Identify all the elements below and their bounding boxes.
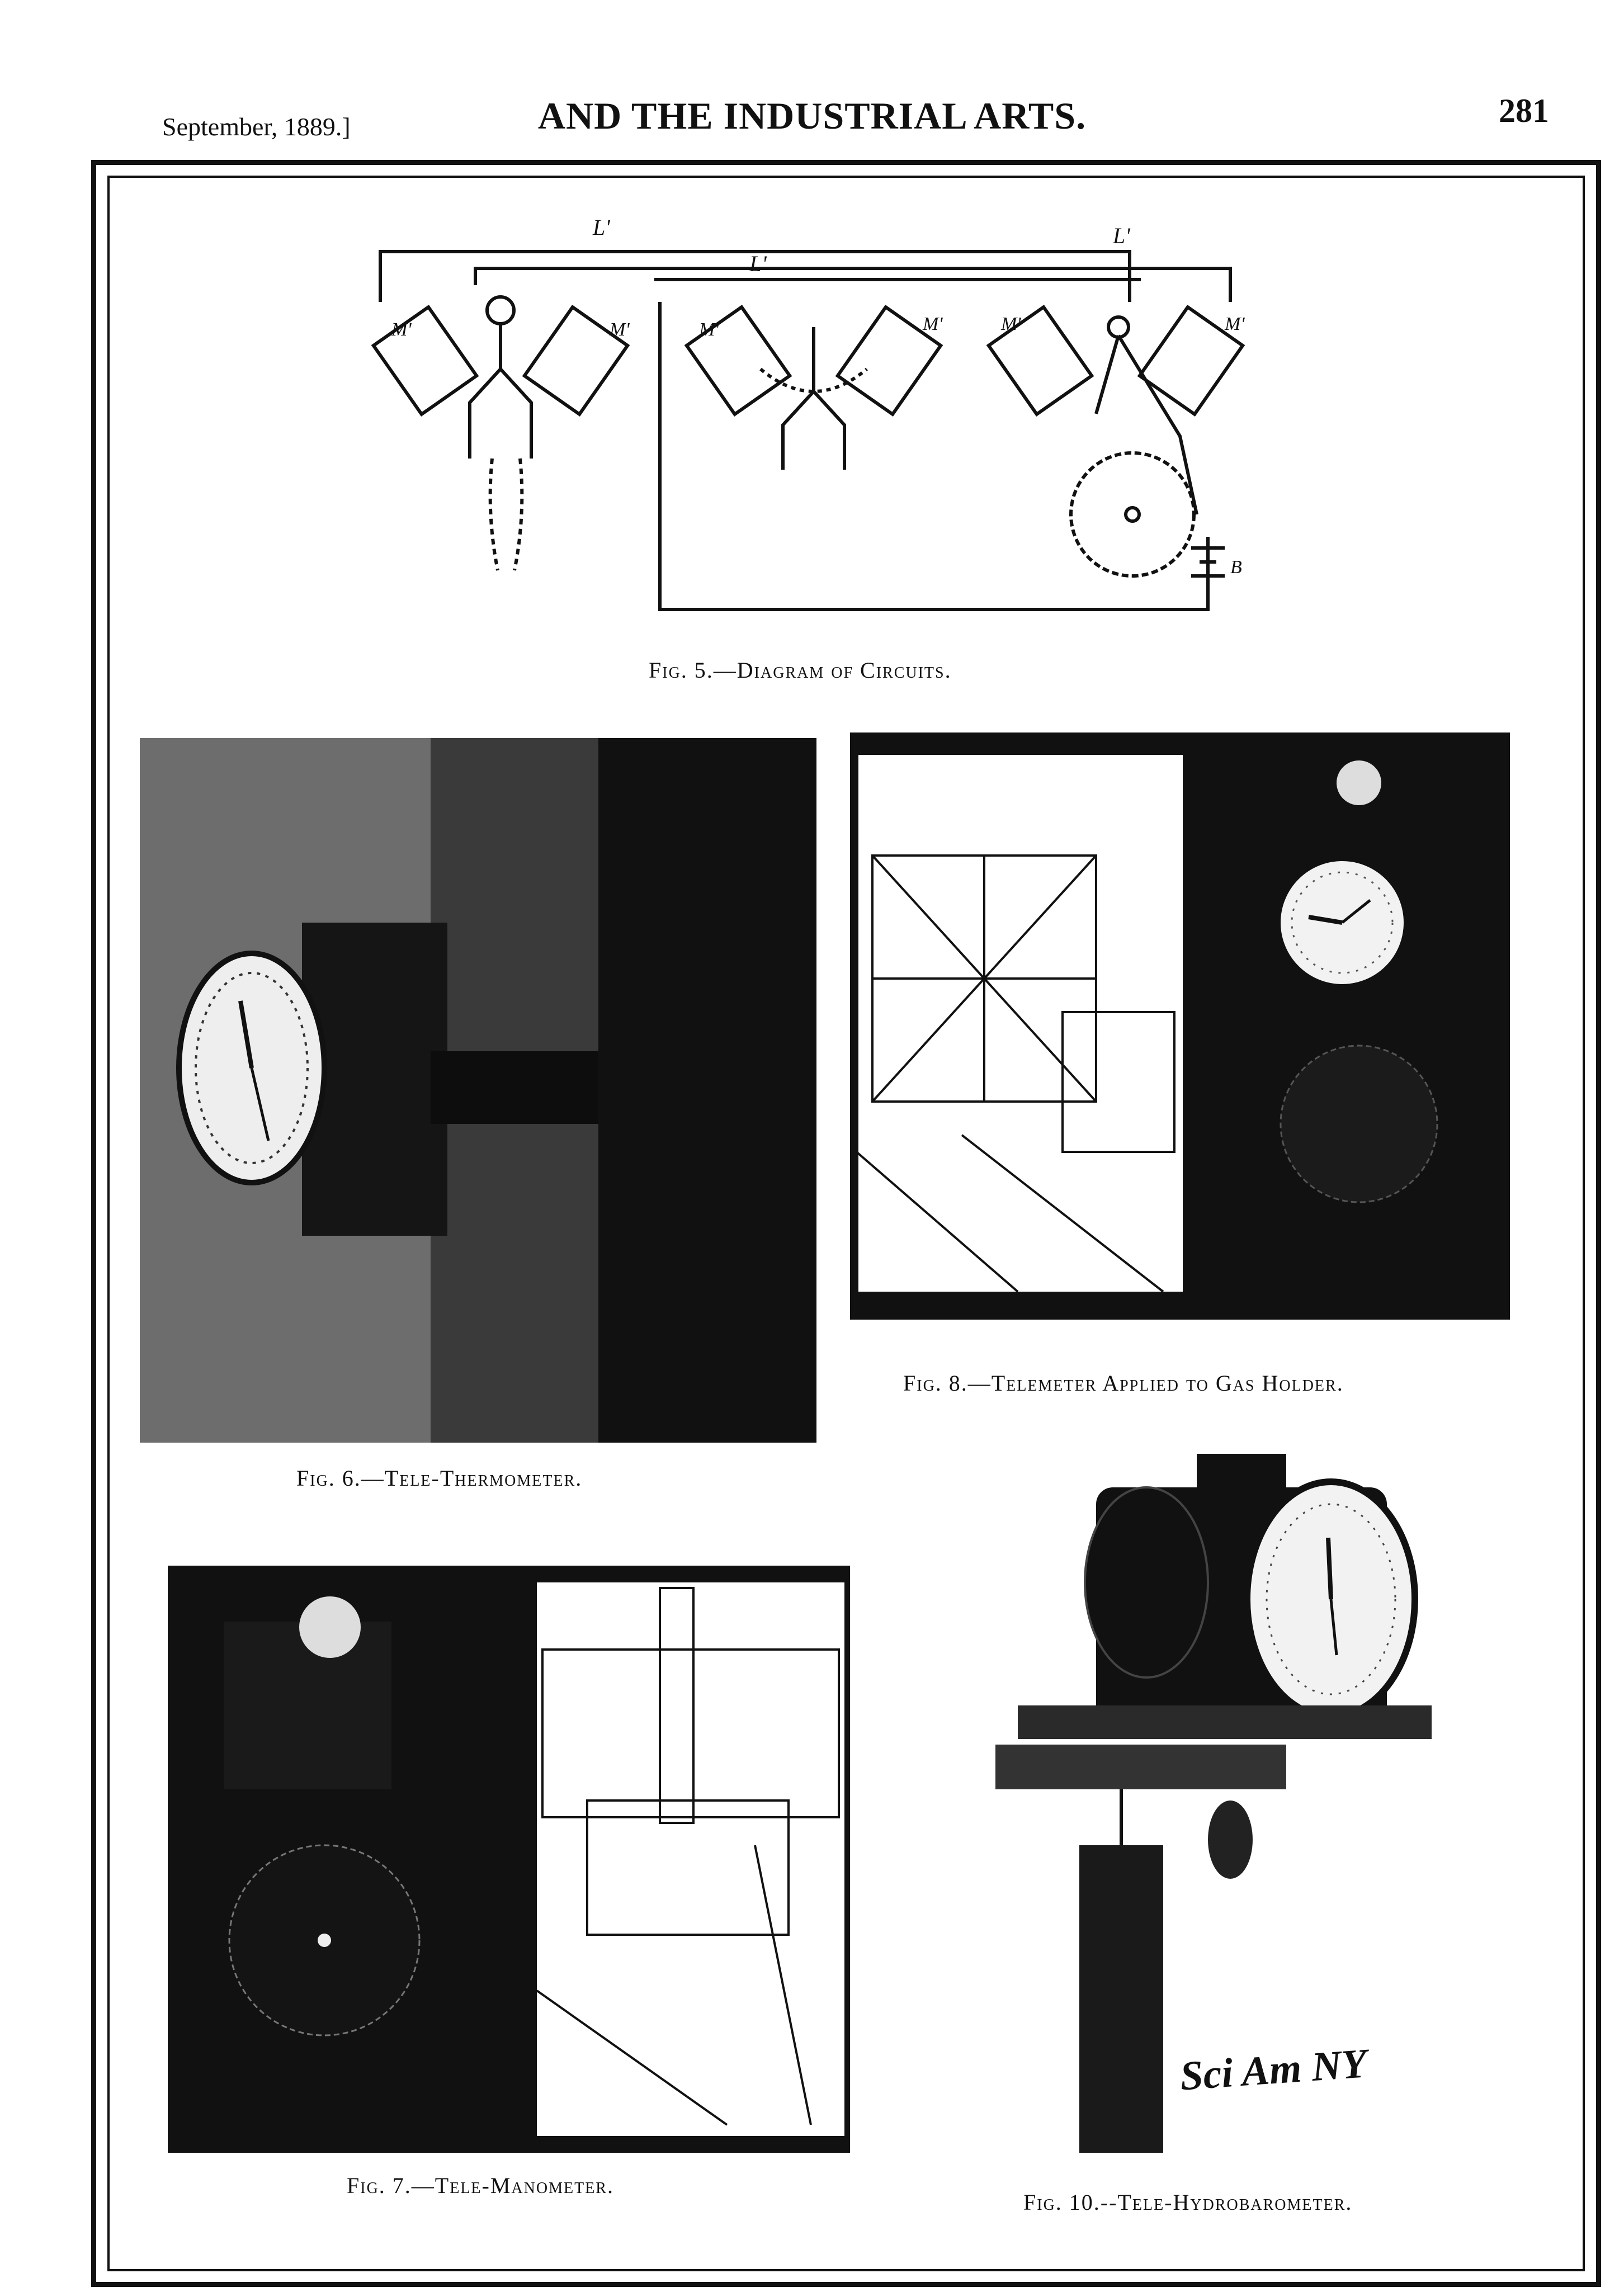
label-L2: L' (749, 251, 767, 276)
label-M4: M' (922, 314, 943, 334)
label-L3: L' (1112, 223, 1131, 248)
label-M6: M' (1224, 314, 1245, 334)
label-B: B (1230, 557, 1242, 578)
fig10-caption: Fig. 10.--Tele-Hydrobarometer. (1023, 2190, 1353, 2215)
header-date: September, 1889.] (162, 112, 351, 141)
fig8-gas-holder (850, 733, 1510, 1320)
page-border-inner (107, 176, 1585, 2271)
fig7-tele-manometer (168, 1566, 850, 2153)
label-M3: M' (698, 319, 719, 340)
fig7-caption: Fig. 7.—Tele-Manometer. (347, 2173, 614, 2198)
fig8-caption: Fig. 8.—Telemeter Applied to Gas Holder. (903, 1371, 1344, 1396)
motor-pair-3 (986, 304, 1245, 515)
running-title: AND THE INDUSTRIAL ARTS. (537, 94, 1087, 137)
fig5-caption: Fig. 5.—Diagram of Circuits. (649, 658, 952, 683)
page-border-outer (91, 160, 1601, 2287)
motor-pair-1 (371, 295, 630, 459)
fig6-caption: Fig. 6.—Tele-Thermometer. (296, 1466, 583, 1491)
label-L1: L' (592, 215, 611, 240)
fig6-tele-thermometer (140, 738, 816, 1443)
label-M1: M' (391, 319, 412, 340)
fig5-circuit-diagram: L' L' L' M' M' M' M' M' M' B (371, 215, 1245, 611)
page-number: 281 (1499, 92, 1549, 129)
motor-pair-2 (684, 304, 943, 470)
label-M5: M' (1000, 314, 1021, 334)
label-M2: M' (609, 319, 630, 340)
fig10-tele-hydrobarometer (995, 1454, 1432, 2153)
